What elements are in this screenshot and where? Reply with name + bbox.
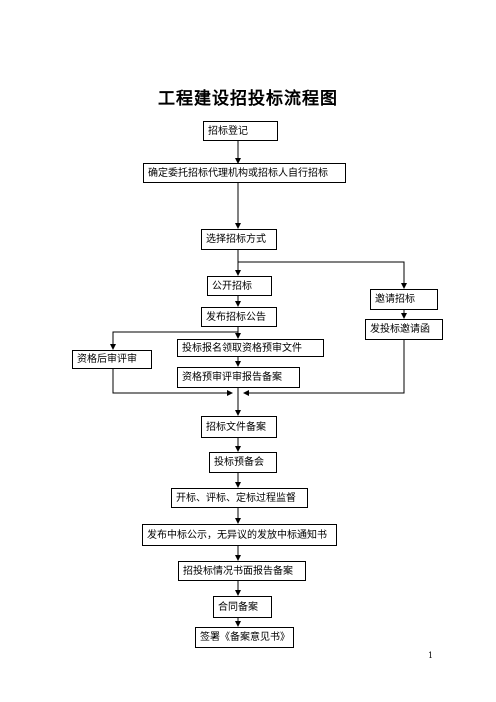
- step-invite-tender: 邀请招标: [370, 289, 438, 310]
- step-post-review: 资格后审评审: [72, 350, 152, 369]
- step-registration: 招标登记: [203, 121, 278, 141]
- step-pre-bid-meeting: 投标预备会: [209, 452, 277, 473]
- step-publish-notice: 发布招标公告: [201, 307, 277, 327]
- step-choose-method: 选择招标方式: [201, 229, 277, 250]
- step-register-prequal: 投标报名领取资格预审文件: [177, 339, 324, 357]
- step-prequal-report: 资格预审评审报告备案: [177, 367, 300, 388]
- page-number: 1: [428, 651, 434, 660]
- step-open-tender: 公开招标: [207, 276, 272, 296]
- step-send-invitation: 发投标邀请函: [365, 319, 443, 340]
- step-contract-filing: 合同备案: [213, 596, 272, 618]
- step-publish-award: 发布中标公示，无异议的发放中标通知书: [142, 524, 337, 546]
- step-determine-agency: 确定委托招标代理机构或招标人自行招标: [143, 163, 346, 183]
- step-report-filing: 招投标情况书面报告备案: [178, 561, 306, 581]
- page-title: 工程建设招投标流程图: [158, 89, 338, 109]
- step-sign-opinion: 签署《备案意见书》: [195, 627, 294, 648]
- step-doc-filing: 招标文件备案: [201, 416, 277, 438]
- step-supervision: 开标、评标、定标过程监督: [171, 488, 308, 508]
